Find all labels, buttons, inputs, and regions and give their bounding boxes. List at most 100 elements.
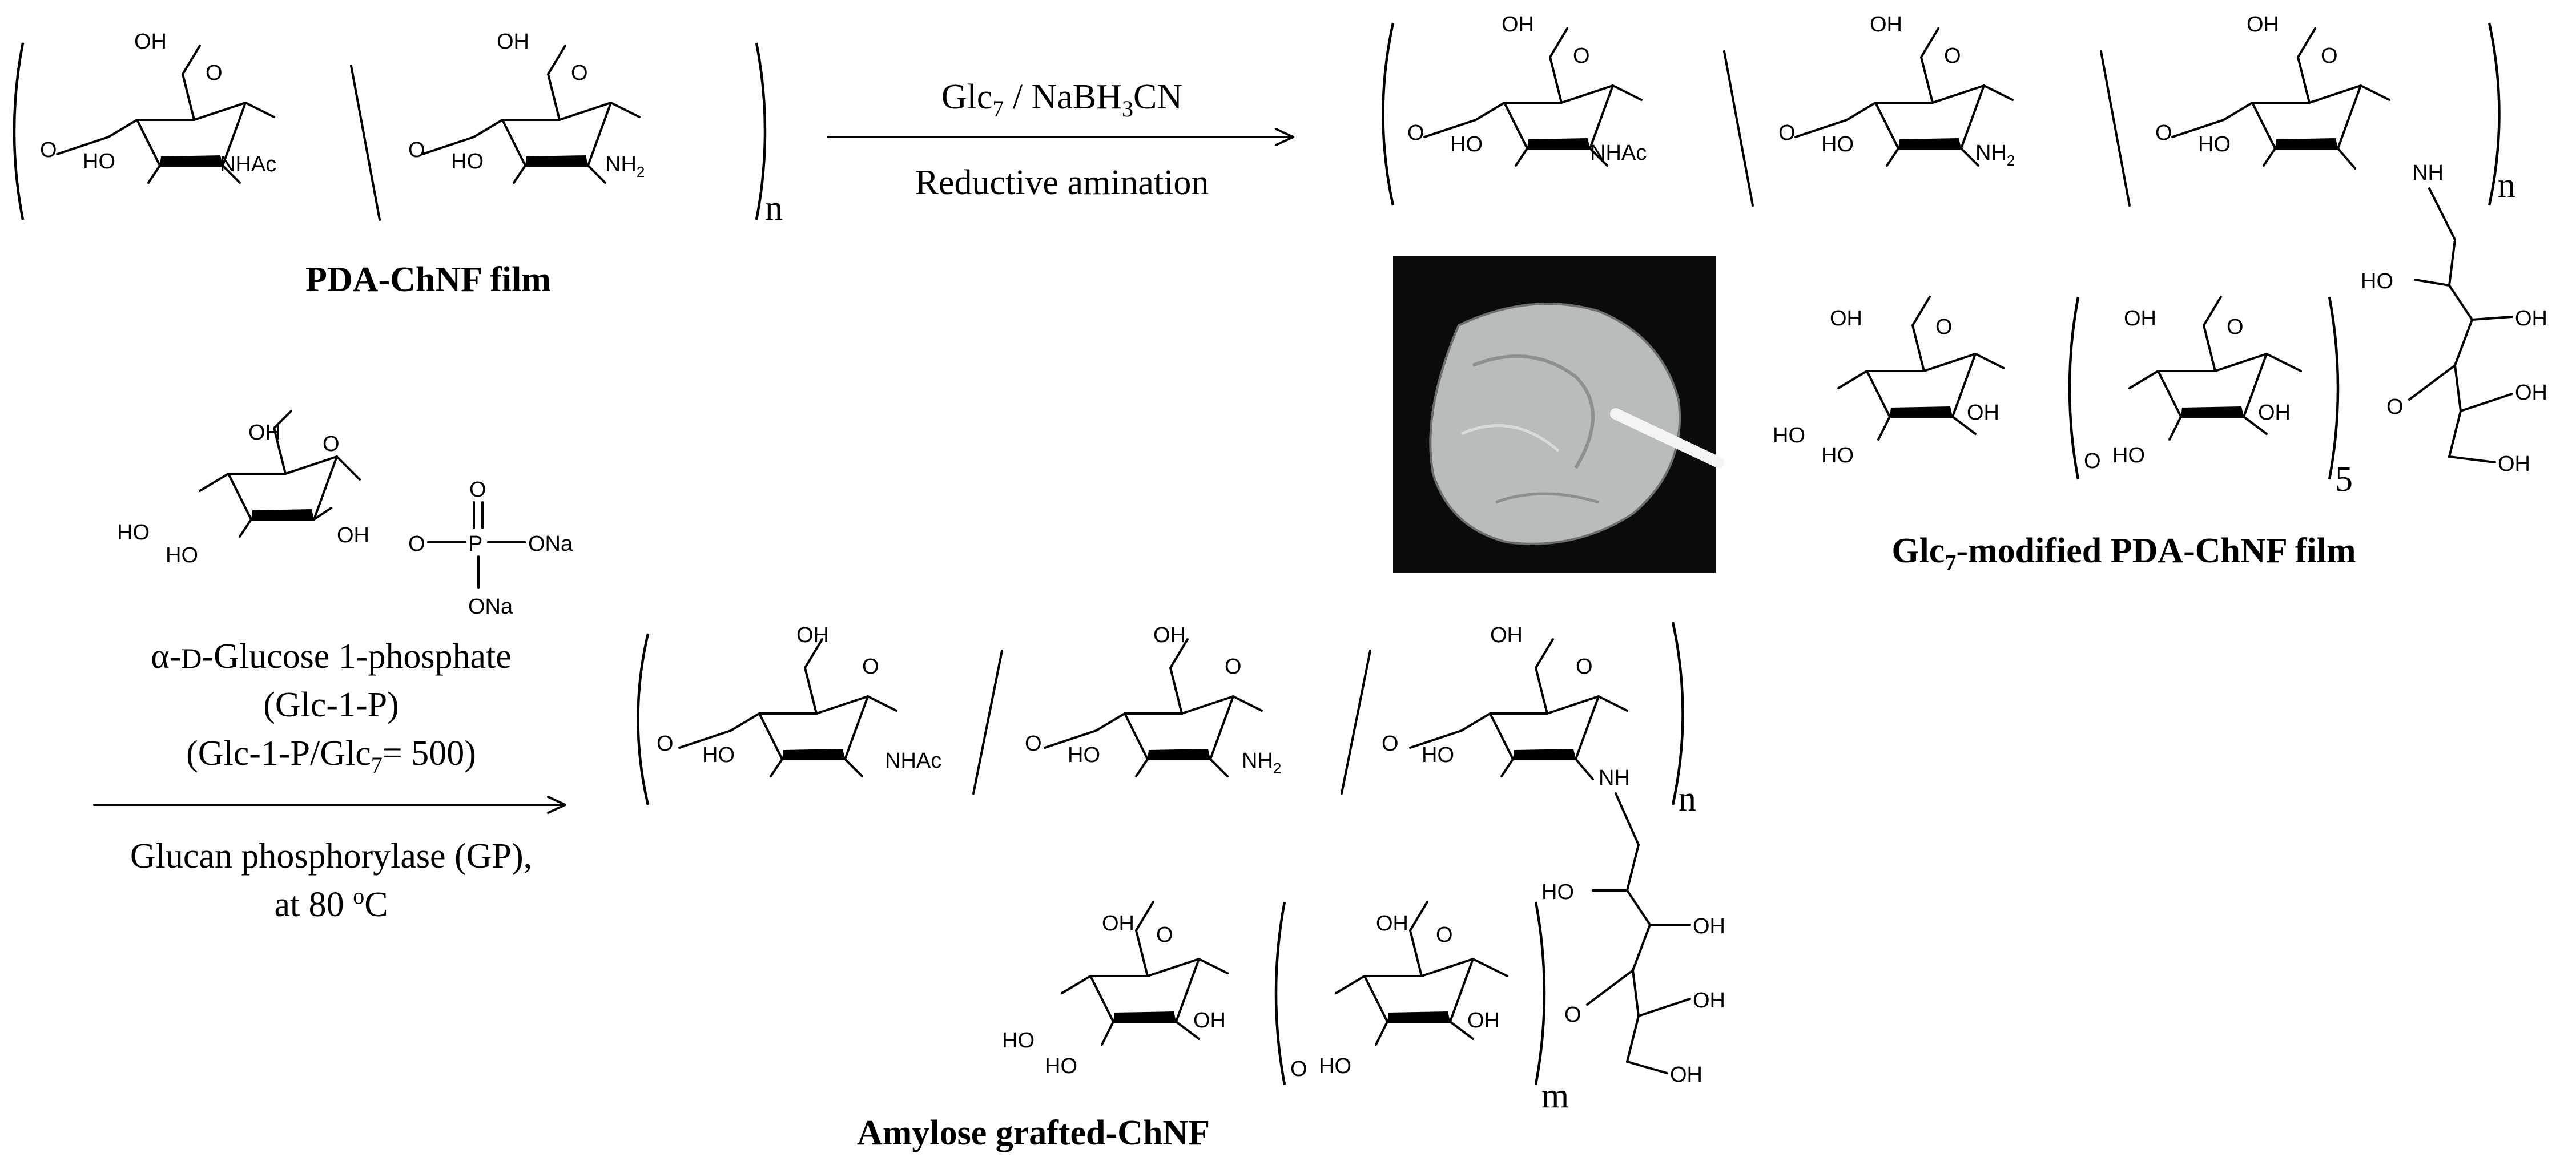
o-label: O — [657, 732, 674, 756]
intermediate-structure: OH O O HO NHAc OH O O HO NH2 — [1382, 13, 2547, 499]
intermediate-label: Glc7-modified PDA-ChNF film — [1891, 531, 2356, 575]
ring-oxygen: O — [1935, 315, 1953, 339]
o-label: O — [1407, 121, 1424, 145]
nhac-label: NHAc — [220, 152, 276, 176]
ring-oxygen: O — [323, 432, 340, 456]
glc1p-name: α-D-Glucose 1-phosphate — [151, 637, 512, 676]
enzyme-label: Glucan phosphorylase (GP), — [130, 837, 532, 876]
tweezer — [1610, 408, 1724, 468]
oh-label: OH — [2515, 307, 2547, 330]
slash-divider — [1723, 50, 1754, 207]
oh-label: OH — [134, 30, 167, 54]
film-disc — [1429, 303, 1681, 545]
ho-label: HO — [2112, 444, 2145, 467]
nh2-label: NH2 — [605, 152, 645, 180]
ring-oxygen: O — [1944, 44, 1961, 68]
ring-oxygen: O — [1156, 923, 1173, 947]
ring-oxygen: O — [1225, 655, 1242, 679]
repeat-m: m — [1541, 1077, 1569, 1115]
oh-label: OH — [1693, 914, 1725, 938]
nh-label: NH — [2412, 161, 2444, 185]
o-label: O — [1382, 732, 1399, 756]
repeat-n: n — [765, 189, 783, 228]
reaction-2-conditions: α-D-Glucose 1-phosphate (Glc-1-P) (Glc-1… — [93, 637, 566, 924]
oh-label: OH — [248, 421, 281, 445]
oh-label: OH — [1193, 1009, 1226, 1033]
ho-label: HO — [1068, 743, 1100, 767]
nhac-label: NHAc — [885, 749, 941, 773]
nh2-label: NH2 — [1242, 749, 1281, 777]
o-label: O — [1025, 732, 1042, 756]
oh-label: OH — [1467, 1009, 1500, 1033]
ho-label: HO — [83, 150, 115, 174]
ho-label: HO — [1541, 880, 1574, 904]
oh-label: OH — [1102, 912, 1134, 936]
ho-label: HO — [1773, 424, 1805, 448]
ho-label: HO — [1045, 1054, 1077, 1078]
ho-label: HO — [1319, 1054, 1351, 1078]
oh-label: OH — [1870, 13, 1902, 37]
ring-oxygen: O — [206, 61, 223, 85]
nh2-label: NH2 — [1975, 141, 2015, 169]
final-product-label: Amylose grafted-ChNF — [857, 1114, 1210, 1152]
ho-label: HO — [166, 543, 198, 567]
reagent-1-label: Glc7 / NaBH3CN — [941, 78, 1182, 122]
glc1p-abbrev: (Glc-1-P) — [263, 686, 399, 724]
oh-label: OH — [2515, 381, 2547, 405]
o-label: O — [40, 138, 57, 162]
glc1p-structure: OH O HO HO OH O P O ONa ONa — [117, 410, 573, 619]
o-label: O — [2386, 395, 2404, 419]
oh-label: OH — [497, 30, 529, 54]
o-label: O — [2155, 121, 2172, 145]
ho-label: HO — [1002, 1029, 1035, 1053]
ho-label: HO — [1422, 743, 1454, 767]
repeat-5: 5 — [2335, 460, 2353, 499]
o-label: O — [1290, 1057, 1307, 1081]
start-material-structure: OH O O HO NHAc OH O O HO NH2 n — [13, 30, 783, 228]
oh-label: OH — [337, 523, 369, 547]
o-label: O — [469, 478, 486, 502]
oh-label: OH — [796, 623, 829, 647]
slash-divider — [2100, 50, 2131, 207]
oh-label: OH — [1967, 401, 1999, 425]
temperature-label: at 80 oC — [274, 883, 388, 924]
phosphorus-label: P — [468, 532, 482, 556]
oh-label: OH — [1490, 623, 1523, 647]
o-label: O — [1564, 1003, 1581, 1027]
ho-label: HO — [117, 521, 150, 545]
oh-label: OH — [1153, 623, 1186, 647]
ring-oxygen: O — [1436, 923, 1453, 947]
start-material-label: PDA-ChNF film — [305, 260, 551, 299]
film-photo — [1393, 256, 1724, 573]
ho-label: HO — [1821, 444, 1854, 467]
ring-oxygen: O — [2227, 315, 2244, 339]
oh-label: OH — [2247, 13, 2279, 37]
o-label: O — [2084, 449, 2101, 473]
oh-label: OH — [1830, 307, 1862, 330]
o-label: O — [408, 138, 425, 162]
reaction-arrow-1: Glc7 / NaBH3CN Reductive amination — [827, 78, 1294, 202]
ring-oxygen: O — [862, 655, 879, 679]
ho-label: HO — [451, 150, 484, 174]
ring-oxygen: O — [2321, 44, 2338, 68]
slash-divider — [350, 65, 381, 221]
oh-label: OH — [1693, 989, 1725, 1013]
ring-oxygen: O — [1573, 44, 1590, 68]
ratio-label: (Glc-1-P/Glc7= 500) — [186, 734, 476, 778]
nhac-label: NHAc — [1590, 141, 1647, 165]
oh-label: OH — [1670, 1063, 1702, 1087]
ho-label: HO — [2361, 269, 2393, 293]
repeat-n: n — [1679, 780, 1696, 819]
ho-label: HO — [1821, 132, 1854, 156]
slash-divider — [972, 650, 1003, 795]
ring-oxygen: O — [1576, 655, 1593, 679]
nh-label: NH — [1599, 766, 1630, 790]
oh-label: OH — [2124, 307, 2156, 330]
oh-label: OH — [2498, 452, 2530, 476]
oh-label: OH — [1376, 912, 1408, 936]
o-label: O — [408, 532, 425, 556]
ona-label: ONa — [468, 595, 513, 619]
ho-label: HO — [702, 743, 735, 767]
ho-label: HO — [2198, 132, 2231, 156]
